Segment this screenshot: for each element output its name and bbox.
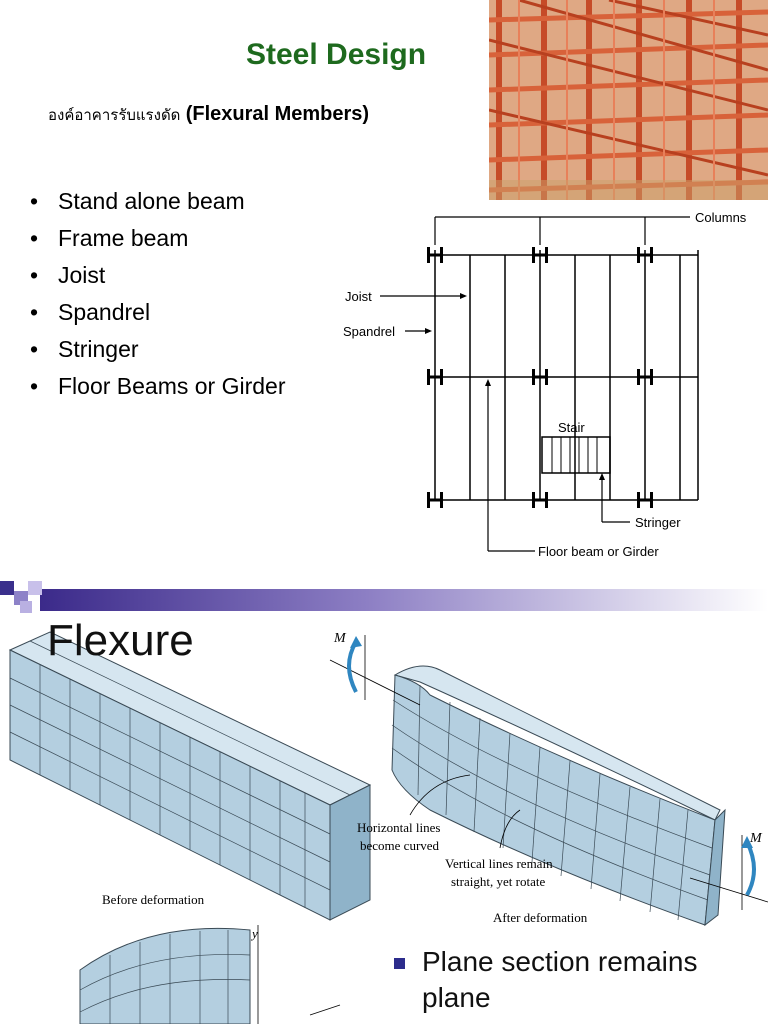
label-stair: Stair	[558, 420, 585, 435]
label-joist: Joist	[345, 289, 372, 304]
label-floor-beam: Floor beam or Girder	[538, 544, 659, 559]
list-item: Stand alone beam	[28, 186, 288, 217]
list-item: Joist	[28, 260, 288, 291]
flexure-figure: M M Horizontal lines become curved Verti…	[8, 631, 768, 1024]
list-item: Frame beam	[28, 223, 288, 254]
annotation-vertical-lines-1: Vertical lines remain	[445, 856, 553, 871]
floor-framing-plan: Columns Joist Spandrel Stair Stringer Fl…	[343, 210, 747, 559]
beam-after-deformation	[391, 665, 726, 927]
subtitle-english: (Flexural Members)	[185, 103, 370, 125]
label-spandrel: Spandrel	[343, 324, 395, 339]
beam-before-deformation	[8, 631, 372, 921]
list-item: Floor Beams or Girder	[28, 371, 288, 402]
list-item: Stringer	[28, 334, 288, 365]
member-types-list: Stand alone beam Frame beam Joist Spandr…	[28, 186, 288, 408]
annotation-horizontal-lines-2: become curved	[360, 838, 440, 853]
subtitle-thai: องค์อาคารรับแรงดัด	[48, 106, 181, 124]
list-item: Spandrel	[28, 297, 288, 328]
moment-label-left: M	[333, 631, 347, 646]
slide-title: Steel Design	[246, 38, 427, 71]
slide-divider	[0, 575, 768, 620]
flexure-title: Flexure	[47, 616, 194, 665]
bullet-text: Plane section remains plane	[422, 946, 698, 1013]
label-columns: Columns	[695, 210, 747, 225]
annotation-vertical-lines-2: straight, yet rotate	[451, 874, 545, 889]
flexure-bullet: Plane section remains plane	[394, 944, 764, 1016]
square-bullet-icon	[394, 958, 405, 969]
y-axis-label: y	[250, 926, 258, 941]
slide-subtitle: องค์อาคารรับแรงดัด (Flexural Members)	[48, 103, 369, 127]
annotation-horizontal-lines-1: Horizontal lines	[357, 820, 440, 835]
caption-after-deformation: After deformation	[493, 910, 588, 925]
column-markers	[427, 247, 653, 508]
caption-before-deformation: Before deformation	[102, 892, 205, 907]
steel-frame-photo	[489, 0, 768, 200]
moment-label-right: M	[749, 831, 763, 846]
label-stringer: Stringer	[635, 515, 681, 530]
beam-cross-section	[79, 925, 341, 1024]
